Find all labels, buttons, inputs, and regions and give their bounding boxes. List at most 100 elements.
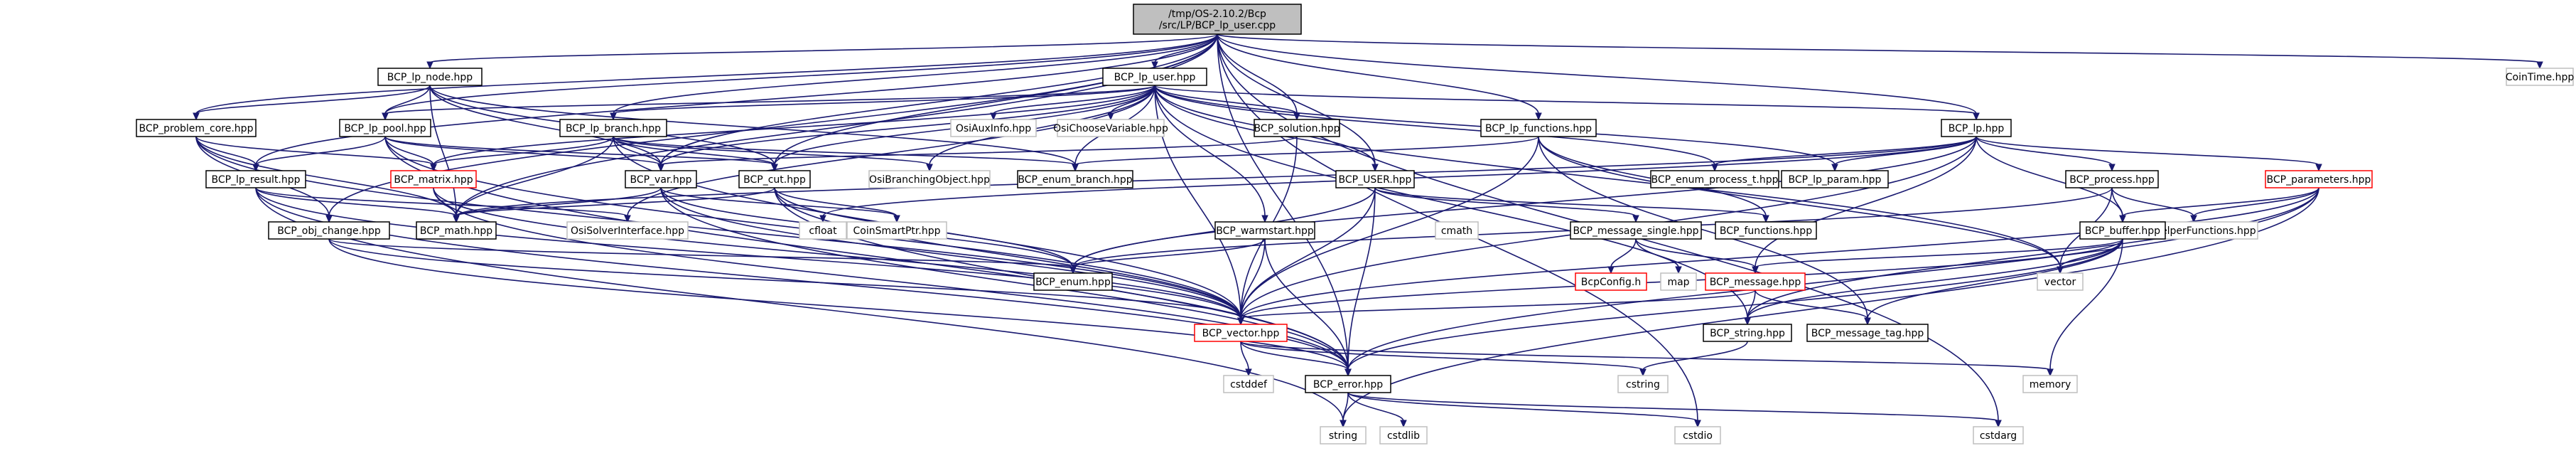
node-matrix[interactable]: BCP_matrix.hpp bbox=[390, 170, 477, 188]
node-process[interactable]: BCP_process.hpp bbox=[2065, 170, 2159, 188]
node-cstdarg[interactable]: cstdarg bbox=[1973, 426, 2024, 445]
node-label: BCP_problem_core.hpp bbox=[139, 123, 254, 134]
node-box bbox=[1223, 375, 1274, 393]
node-lp_result[interactable]: BCP_lp_result.hpp bbox=[205, 170, 306, 188]
node-msg_tag[interactable]: BCP_message_tag.hpp bbox=[1806, 324, 1929, 342]
node-bcp_config[interactable]: BcpConfig.h bbox=[1575, 272, 1647, 291]
node-lp_branch[interactable]: BCP_lp_branch.hpp bbox=[559, 119, 667, 137]
node-cfloat[interactable]: cfloat bbox=[799, 221, 847, 240]
edge-lp_user-to-lp_branch bbox=[610, 85, 1155, 121]
node-box bbox=[1660, 272, 1697, 291]
node-box bbox=[799, 221, 847, 240]
node-label: BCP_lp_functions.hpp bbox=[1485, 123, 1592, 134]
node-label: cmath bbox=[1441, 225, 1472, 237]
node-box bbox=[339, 119, 431, 137]
node-math[interactable]: BCP_math.hpp bbox=[416, 221, 497, 240]
node-label: BCP_error.hpp bbox=[1313, 379, 1383, 390]
node-cstring[interactable]: cstring bbox=[1617, 375, 1669, 393]
edge-root-to-coin_time bbox=[1217, 33, 2543, 70]
node-label: cstdarg bbox=[1980, 430, 2017, 442]
node-osi_solver[interactable]: OsiSolverInterface.hpp bbox=[566, 221, 689, 240]
node-lp_param[interactable]: BCP_lp_param.hpp bbox=[1781, 170, 1889, 188]
node-box bbox=[559, 119, 667, 137]
node-cstdlib[interactable]: cstdlib bbox=[1379, 426, 1428, 445]
edge-cut-to-math bbox=[453, 187, 775, 223]
edge-msg_single-to-map bbox=[1635, 238, 1682, 275]
node-box bbox=[566, 221, 689, 240]
node-label: BCP_lp_result.hpp bbox=[211, 174, 300, 186]
node-osi_aux[interactable]: OsiAuxInfo.hpp bbox=[950, 119, 1037, 137]
node-box bbox=[1254, 119, 1340, 137]
node-cmath[interactable]: cmath bbox=[1435, 221, 1479, 240]
node-label: cstring bbox=[1626, 379, 1660, 390]
node-label: cstddef bbox=[1230, 379, 1268, 390]
node-label: BCP_solution.hpp bbox=[1254, 123, 1340, 134]
node-osi_choose[interactable]: OsiChooseVariable.hpp bbox=[1053, 119, 1168, 137]
edge-error-to-string_std bbox=[1340, 392, 1349, 428]
node-lp_functions[interactable]: BCP_lp_functions.hpp bbox=[1480, 119, 1597, 137]
node-memory[interactable]: memory bbox=[2022, 375, 2078, 393]
node-message[interactable]: BCP_message.hpp bbox=[1705, 272, 1806, 291]
node-cstddef[interactable]: cstddef bbox=[1223, 375, 1274, 393]
node-msg_single[interactable]: BCP_message_single.hpp bbox=[1570, 221, 1702, 240]
node-enum_branch[interactable]: BCP_enum_branch.hpp bbox=[1017, 170, 1133, 188]
node-label: OsiChooseVariable.hpp bbox=[1053, 123, 1168, 134]
node-lp_hpp[interactable]: BCP_lp.hpp bbox=[1941, 119, 2012, 137]
node-functions[interactable]: BCP_functions.hpp bbox=[1715, 221, 1817, 240]
node-parameters[interactable]: BCP_parameters.hpp bbox=[2265, 170, 2373, 188]
node-box bbox=[1335, 170, 1415, 188]
node-label: map bbox=[1667, 277, 1689, 288]
node-label: string bbox=[1329, 430, 1357, 442]
edge-buffer-to-vector_std bbox=[2057, 238, 2123, 275]
node-string_std[interactable]: string bbox=[1320, 426, 1367, 445]
node-osi_branching[interactable]: OsiBranchingObject.hpp bbox=[868, 170, 991, 188]
node-box bbox=[2065, 170, 2159, 188]
node-enum[interactable]: BCP_enum.hpp bbox=[1033, 272, 1113, 291]
node-label: BCP_buffer.hpp bbox=[2085, 225, 2160, 237]
node-user[interactable]: BCP_USER.hpp bbox=[1335, 170, 1415, 188]
node-label: OsiAuxInfo.hpp bbox=[956, 123, 1031, 134]
node-label: BCP_enum_process_t.hpp bbox=[1651, 174, 1779, 186]
node-box bbox=[2506, 68, 2574, 86]
node-box bbox=[1705, 272, 1806, 291]
node-label: BCP_var.hpp bbox=[630, 174, 691, 186]
node-box bbox=[2022, 375, 2078, 393]
node-bcp_vector[interactable]: BCP_vector.hpp bbox=[1194, 324, 1288, 342]
node-buffer[interactable]: BCP_buffer.hpp bbox=[2079, 221, 2166, 240]
node-label: cstdlib bbox=[1387, 430, 1420, 442]
node-obj_change[interactable]: BCP_obj_change.hpp bbox=[268, 221, 390, 240]
node-coin_time[interactable]: CoinTime.hpp bbox=[2506, 68, 2575, 86]
node-label: BCP_lp_node.hpp bbox=[387, 72, 473, 83]
node-root[interactable]: /tmp/OS-2.10.2/Bcp/src/LP/BCP_lp_user.cp… bbox=[1133, 4, 1302, 35]
node-map[interactable]: map bbox=[1660, 272, 1697, 291]
edge-parameters-to-buffer bbox=[2119, 187, 2319, 223]
node-vector_std[interactable]: vector bbox=[2037, 272, 2084, 291]
edge-matrix-to-error bbox=[433, 187, 1352, 377]
node-label: BCP_message_single.hpp bbox=[1573, 225, 1698, 237]
node-lp_pool[interactable]: BCP_lp_pool.hpp bbox=[339, 119, 431, 137]
node-label: BCP_obj_change.hpp bbox=[277, 225, 381, 237]
node-error[interactable]: BCP_error.hpp bbox=[1305, 375, 1391, 393]
node-cut[interactable]: BCP_cut.hpp bbox=[738, 170, 811, 188]
node-cstdio[interactable]: cstdio bbox=[1674, 426, 1721, 445]
node-lp_user[interactable]: BCP_lp_user.hpp bbox=[1102, 68, 1207, 86]
node-label: CoinSmartPtr.hpp bbox=[853, 225, 941, 237]
node-var[interactable]: BCP_var.hpp bbox=[625, 170, 697, 188]
edge-cut-to-coin_smart bbox=[774, 187, 900, 223]
node-problem_core[interactable]: BCP_problem_core.hpp bbox=[136, 119, 257, 137]
node-box bbox=[625, 170, 697, 188]
node-label: BCP_enum_branch.hpp bbox=[1018, 174, 1132, 186]
node-label: BCP_lp_param.hpp bbox=[1789, 174, 1882, 186]
node-coin_smart[interactable]: CoinSmartPtr.hpp bbox=[846, 221, 947, 240]
node-box bbox=[390, 170, 477, 188]
node-solution[interactable]: BCP_solution.hpp bbox=[1254, 119, 1340, 137]
node-lp_node[interactable]: BCP_lp_node.hpp bbox=[377, 68, 483, 86]
edge-parameters-to-coin_helper bbox=[2190, 187, 2319, 223]
node-warmstart[interactable]: BCP_warmstart.hpp bbox=[1214, 221, 1315, 240]
node-string_hpp[interactable]: BCP_string.hpp bbox=[1703, 324, 1792, 342]
edge-lp_hpp-to-process bbox=[1976, 136, 2116, 172]
edge-error-to-cstdio bbox=[1347, 392, 1701, 428]
node-label: cstdio bbox=[1683, 430, 1713, 442]
node-enum_process[interactable]: BCP_enum_process_t.hpp bbox=[1650, 170, 1779, 188]
node-box bbox=[416, 221, 497, 240]
